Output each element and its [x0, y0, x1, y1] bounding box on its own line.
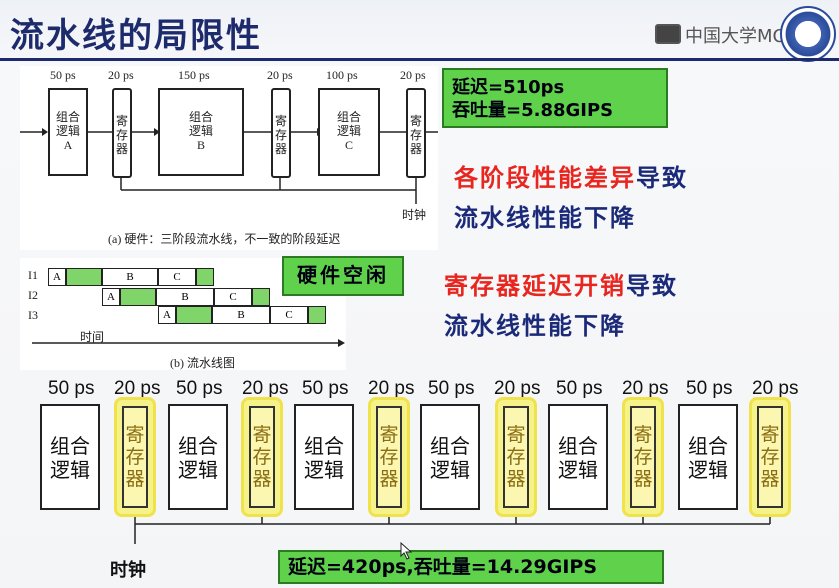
register-highlight: 寄 存 器 — [752, 400, 788, 514]
pipeline-cell-idle — [196, 268, 214, 286]
stage-latency-label: 20 ps — [368, 378, 415, 399]
register-block: 寄 存 器 — [249, 406, 275, 508]
university-seal-logo — [780, 6, 836, 62]
instruction-label: I2 — [28, 288, 38, 302]
stage-latency-label: 20 ps — [400, 68, 426, 82]
figure-a-caption: (a) 硬件：三阶段流水线，不一致的阶段延迟 — [108, 232, 341, 246]
logic-block-a: 组合 逻辑 A — [48, 88, 88, 176]
register-highlight: 寄 存 器 — [371, 400, 407, 514]
instruction-label: I1 — [28, 268, 38, 282]
logic-block: 组合 逻辑 — [420, 404, 480, 510]
clock-label: 时钟 — [110, 560, 146, 581]
stage-latency-label: 20 ps — [108, 68, 134, 82]
instruction-label: I3 — [28, 308, 38, 322]
register-block: 寄 存 器 — [757, 406, 783, 508]
stage-latency-label: 20 ps — [267, 68, 293, 82]
stage-latency-label: 50 ps — [50, 68, 76, 82]
figure-b-pipeline-diagram: I1 I2 I3 A B C A B C A B C 时间 (b) 流水线图 — [20, 258, 346, 370]
hardware-idle-label: 硬件空闲 — [282, 256, 404, 296]
stage-latency-label: 50 ps — [686, 378, 733, 399]
pipeline-cell: A — [158, 306, 176, 324]
logic-block: 组合 逻辑 — [678, 404, 738, 510]
pipeline-cell: C — [270, 306, 308, 324]
pipeline-cell-idle — [252, 288, 270, 306]
metrics-box-three-stage: 延迟=510ps 吞吐量=5.88GIPS — [442, 68, 668, 128]
logic-block-b: 组合 逻辑 B — [158, 88, 244, 176]
stage-latency-label: 150 ps — [178, 68, 210, 82]
note-register-overhead: 寄存器延迟开销导致 — [444, 272, 678, 300]
metrics-box-deep-pipeline: 延迟=420ps,吞吐量=14.29GIPS — [278, 550, 664, 584]
figure-b-caption: (b) 流水线图 — [170, 356, 235, 370]
note-stage-variance-line2: 流水线性能下降 — [454, 204, 636, 232]
play-icon — [655, 24, 681, 44]
latency-text: 延迟=510ps — [452, 77, 565, 98]
note-register-overhead-line2: 流水线性能下降 — [444, 312, 626, 340]
pipeline-cell: B — [212, 306, 270, 324]
register-highlight: 寄 存 器 — [117, 400, 153, 514]
pipeline-cell: B — [102, 268, 158, 286]
pipeline-cell: C — [158, 268, 196, 286]
time-axis-label: 时间 — [80, 330, 105, 344]
logic-block: 组合 逻辑 — [294, 404, 354, 510]
time-axis-arrow — [32, 339, 345, 347]
pipeline-cell-idle — [120, 288, 156, 306]
pipeline-cell: C — [214, 288, 252, 306]
stage-latency-label: 20 ps — [242, 378, 289, 399]
title-divider — [0, 58, 839, 61]
mouse-cursor-icon — [400, 542, 413, 560]
stage-latency-label: 50 ps — [302, 378, 349, 399]
pipeline-cell-idle — [66, 268, 102, 286]
stage-latency-label: 50 ps — [176, 378, 223, 399]
stage-latency-label: 50 ps — [556, 378, 603, 399]
register-block: 寄 存 器 — [630, 406, 656, 508]
stage-latency-label: 20 ps — [494, 378, 541, 399]
register-block: 寄 存 器 — [376, 406, 402, 508]
stage-latency-label: 20 ps — [622, 378, 669, 399]
register-highlight: 寄 存 器 — [498, 400, 534, 514]
pipeline-cell-idle — [308, 306, 326, 324]
register-block: 寄 存 器 — [271, 88, 291, 178]
register-block: 寄 存 器 — [503, 406, 529, 508]
register-block: 寄 存 器 — [406, 88, 426, 178]
pipeline-cell: A — [102, 288, 120, 306]
clock-label: 时钟 — [402, 208, 427, 222]
logic-block: 组合 逻辑 — [168, 404, 228, 510]
throughput-text: 吞吐量=5.88GIPS — [452, 100, 614, 121]
pipeline-cell-idle — [176, 306, 212, 324]
stage-latency-label: 20 ps — [752, 378, 799, 399]
pipeline-cell: A — [48, 268, 66, 286]
logic-block-c: 组合 逻辑 C — [318, 88, 380, 176]
stage-latency-label: 20 ps — [114, 378, 161, 399]
register-block: 寄 存 器 — [112, 88, 132, 178]
stage-latency-label: 50 ps — [48, 378, 95, 399]
slide-title: 流水线的局限性 — [10, 16, 262, 56]
register-highlight: 寄 存 器 — [625, 400, 661, 514]
register-block: 寄 存 器 — [122, 406, 148, 508]
logic-block: 组合 逻辑 — [40, 404, 100, 510]
register-highlight: 寄 存 器 — [244, 400, 280, 514]
stage-latency-label: 100 ps — [326, 68, 358, 82]
note-stage-variance: 各阶段性能差异导致 — [454, 164, 688, 192]
logic-block: 组合 逻辑 — [548, 404, 608, 510]
pipeline-cell: B — [156, 288, 214, 306]
figure-a: 50 ps 20 ps 150 ps 20 ps 100 ps 20 ps — [20, 66, 438, 250]
stage-latency-label: 50 ps — [428, 378, 475, 399]
clock-bus-wires — [134, 514, 771, 544]
